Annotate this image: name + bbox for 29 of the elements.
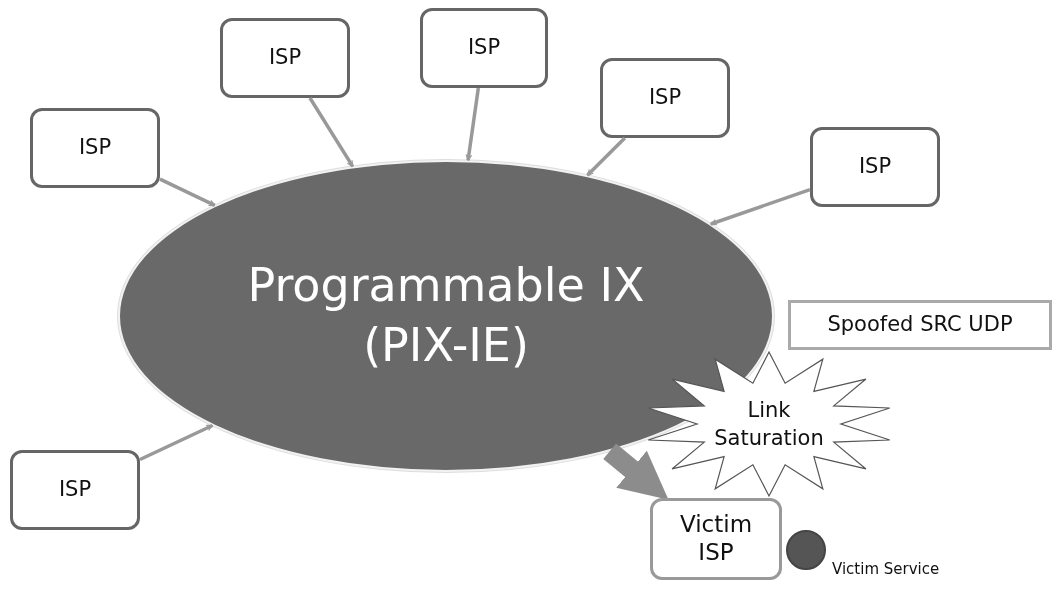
node-label: ISP xyxy=(648,85,682,111)
node-label: Spoofed SRC UDP xyxy=(827,312,1013,338)
node-label: (PIX-IE) xyxy=(363,317,529,374)
node-label: ISP xyxy=(858,154,892,180)
thick-arrow xyxy=(603,443,669,500)
node-label: Victim ISP xyxy=(678,511,754,567)
label-box xyxy=(788,300,1052,350)
arrow xyxy=(139,423,214,462)
isp-box xyxy=(810,127,940,207)
arrow xyxy=(308,97,355,168)
arrow xyxy=(159,177,216,207)
starburst-callout xyxy=(645,352,893,496)
arrow xyxy=(586,136,627,177)
node-label: ISP xyxy=(78,135,112,161)
node-caption: Victim Service xyxy=(832,560,940,578)
isp-box xyxy=(220,18,350,98)
arrow xyxy=(465,87,481,161)
isp-box xyxy=(420,8,548,88)
isp-box xyxy=(30,108,160,188)
arrow xyxy=(710,187,811,226)
isp-box xyxy=(10,450,140,530)
service-dot xyxy=(786,530,826,570)
node-label: ISP xyxy=(467,35,501,61)
isp-box xyxy=(600,58,730,138)
node-label: ISP xyxy=(58,477,92,503)
node-label: ISP xyxy=(268,45,302,71)
isp-box xyxy=(650,498,782,580)
node-label: Link Saturation xyxy=(713,396,825,452)
node-label: Programmable IX xyxy=(247,257,645,315)
